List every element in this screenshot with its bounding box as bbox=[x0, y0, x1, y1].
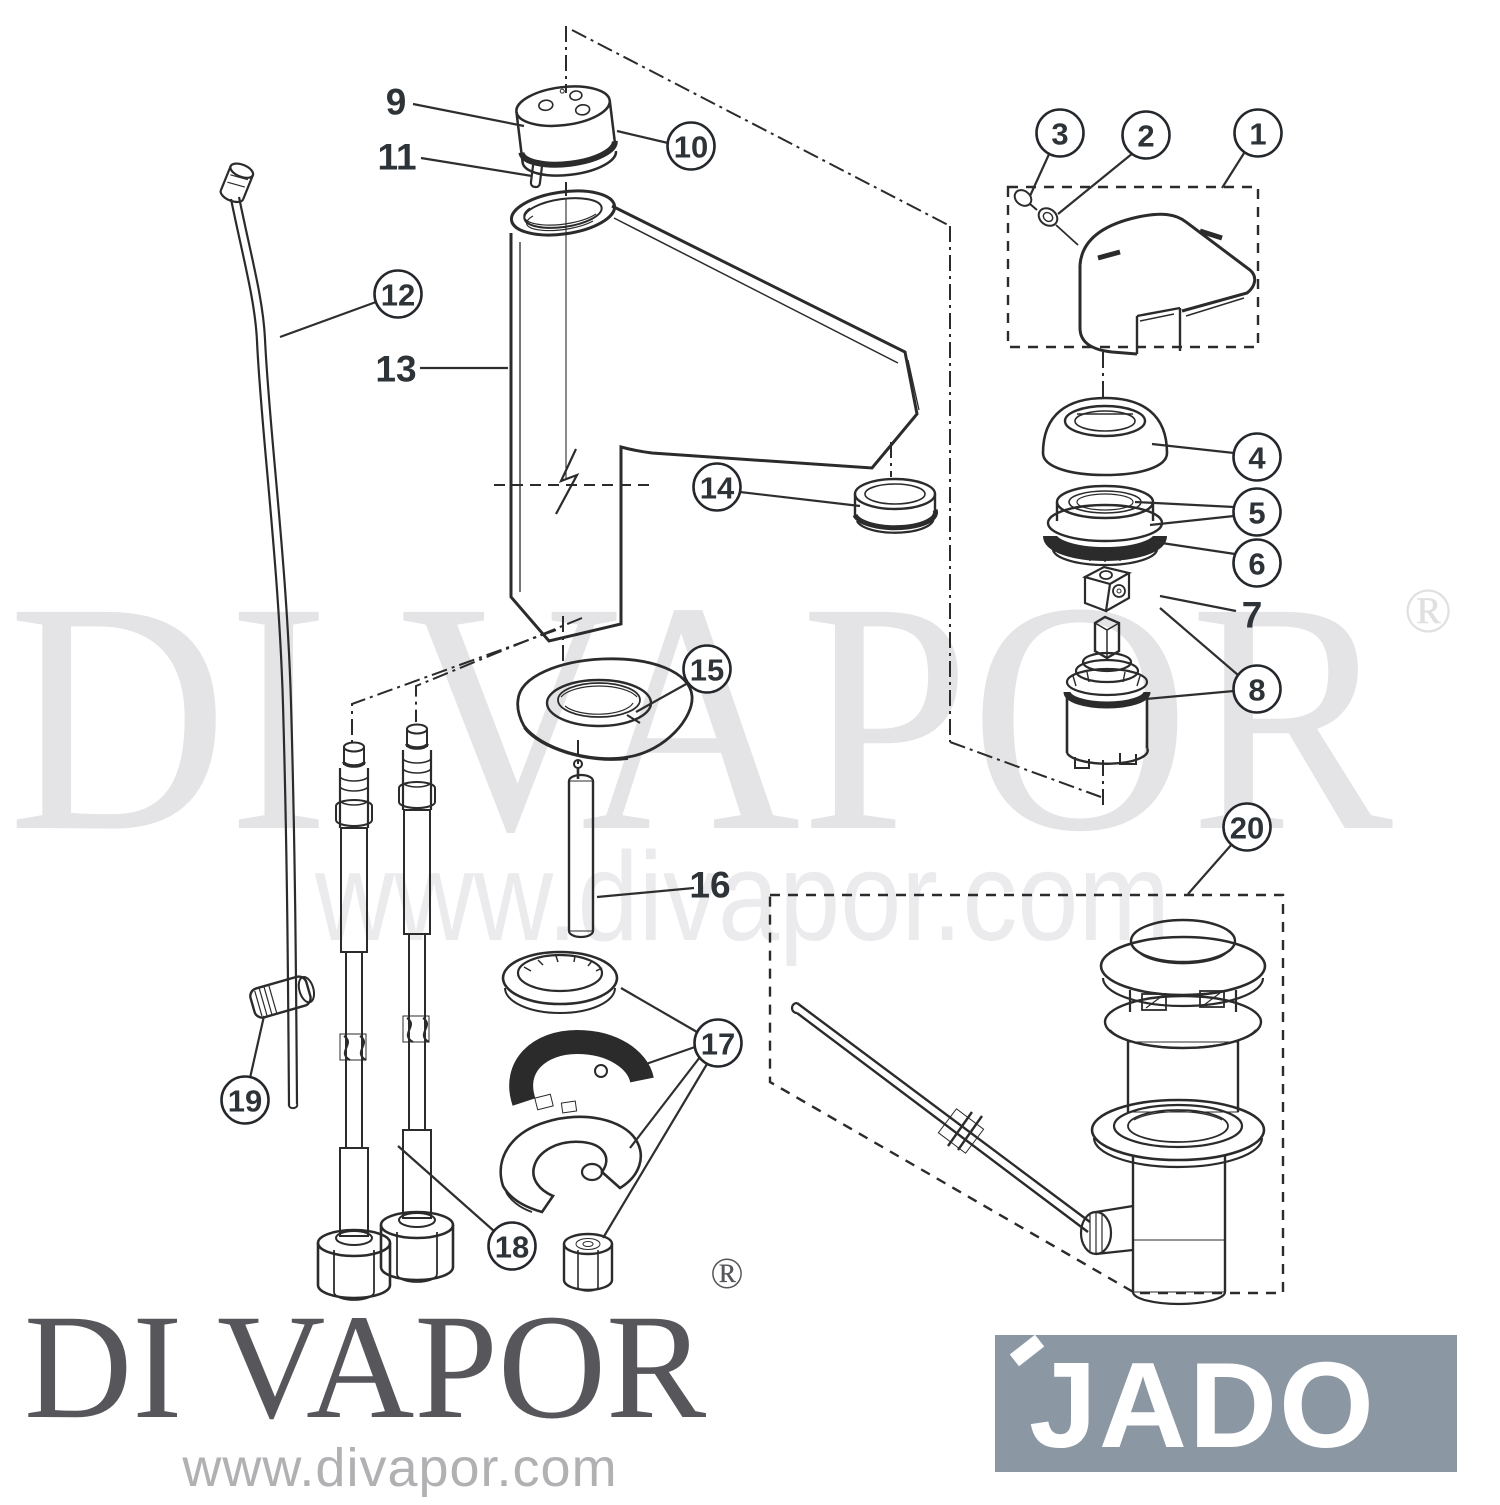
part-number-1: 1 bbox=[1249, 117, 1266, 152]
flow-cartridge-drawing bbox=[515, 85, 618, 189]
leader-line-part-17 bbox=[645, 1045, 696, 1066]
leader-line-part-9 bbox=[412, 102, 525, 128]
part-number-9: 9 bbox=[386, 82, 407, 123]
horseshoe-plate-drawing bbox=[499, 1115, 642, 1214]
leader-line-part-12 bbox=[279, 300, 377, 339]
leader-line-part-18 bbox=[397, 1145, 495, 1232]
part-balloon-10 bbox=[666, 121, 716, 171]
leader-line-part-8 bbox=[1134, 689, 1235, 702]
watermark-registered-icon: ® bbox=[1404, 575, 1453, 646]
part-number-15: 15 bbox=[690, 653, 724, 688]
part-balloon-20 bbox=[1222, 802, 1272, 852]
spout-body-drawing bbox=[494, 189, 920, 643]
threaded-stud-drawing bbox=[567, 759, 595, 939]
hose-left-drawing bbox=[316, 741, 392, 1301]
leader-line-part-6 bbox=[1154, 540, 1236, 556]
leader-line-part-17 bbox=[620, 987, 698, 1033]
leader-line-part-15 bbox=[635, 682, 689, 713]
washer-ring-drawing bbox=[501, 950, 619, 1014]
part-number-7: 7 bbox=[1242, 595, 1263, 636]
part-balloon-2 bbox=[1121, 110, 1171, 160]
leader-line-part-4 bbox=[1151, 442, 1235, 455]
retaining-ring-drawing bbox=[1046, 484, 1164, 543]
part-number-14: 14 bbox=[700, 471, 735, 506]
leader-line-part-14 bbox=[739, 490, 861, 508]
adapter-block-drawing bbox=[1082, 565, 1132, 613]
part-number-4: 4 bbox=[1248, 441, 1266, 476]
part-balloon-1 bbox=[1233, 108, 1283, 158]
leader-line-part-5 bbox=[1134, 500, 1235, 509]
pin-drawing bbox=[529, 159, 544, 189]
part-number-19: 19 bbox=[228, 1084, 262, 1119]
lift-rod-drawing bbox=[219, 162, 316, 1110]
part-number-20: 20 bbox=[1230, 811, 1264, 846]
part-balloon-14 bbox=[692, 462, 742, 512]
part-balloon-17 bbox=[693, 1018, 743, 1068]
divapor-logo: DI VAPOR® bbox=[24, 1252, 744, 1443]
registered-trademark-icon: ® bbox=[710, 1249, 744, 1298]
part-balloon-18 bbox=[487, 1221, 537, 1271]
leader-line-part-11 bbox=[420, 156, 533, 178]
part-number-13: 13 bbox=[375, 349, 416, 390]
part-number-17: 17 bbox=[701, 1027, 735, 1062]
leader-line-part-3 bbox=[1028, 151, 1052, 197]
part-balloon-12 bbox=[373, 269, 423, 319]
leader-line-part-19 bbox=[248, 1015, 266, 1079]
leader-line-part-2 bbox=[1057, 152, 1134, 215]
part-balloon-3 bbox=[1035, 108, 1085, 158]
jado-logo: JADO bbox=[995, 1334, 1457, 1473]
jado-logo-text: JADO bbox=[1029, 1337, 1376, 1473]
leader-line-part-20 bbox=[1187, 843, 1233, 895]
dome-cap-drawing bbox=[1041, 396, 1169, 477]
part-number-5: 5 bbox=[1248, 496, 1265, 531]
leader-line-part-7 bbox=[1159, 594, 1237, 613]
part-balloon-8 bbox=[1232, 664, 1282, 714]
divapor-logo-text: DI VAPOR bbox=[24, 1284, 707, 1450]
leader-line-part-17 bbox=[602, 1063, 708, 1239]
cartridge-drawing bbox=[1063, 615, 1151, 769]
seal-ring-drawing bbox=[1043, 534, 1167, 567]
handle-assembly-drawing bbox=[1006, 185, 1260, 356]
centerlines bbox=[351, 26, 1104, 806]
part-number-10: 10 bbox=[674, 130, 708, 165]
leader-line-part-1 bbox=[1221, 149, 1247, 189]
part-number-16: 16 bbox=[689, 865, 730, 906]
part-number-3: 3 bbox=[1051, 117, 1068, 152]
part-number-12: 12 bbox=[381, 278, 415, 313]
part-balloon-15 bbox=[682, 644, 732, 694]
small-nut-drawing bbox=[562, 1232, 614, 1292]
part-number-11: 11 bbox=[377, 137, 416, 178]
part-number-2: 2 bbox=[1137, 119, 1154, 154]
leader-line-part-16 bbox=[596, 886, 695, 899]
part-balloon-19 bbox=[220, 1075, 270, 1125]
part-balloon-4 bbox=[1232, 432, 1282, 482]
watermark-url-text: www.divapor.com bbox=[314, 826, 1170, 967]
leader-line-part-10 bbox=[616, 129, 669, 145]
black-clamp-drawing bbox=[509, 1029, 654, 1114]
leader-line-part-5 bbox=[1149, 514, 1235, 527]
part-number-18: 18 bbox=[495, 1230, 529, 1265]
diagram-line-art bbox=[219, 26, 1285, 1306]
popup-waste-drawing bbox=[768, 893, 1285, 1306]
part-balloon-5 bbox=[1232, 487, 1282, 537]
leader-line-part-8 bbox=[1159, 607, 1239, 676]
waste-rod-drawing bbox=[796, 1002, 1091, 1233]
divapor-url: www.divapor.com bbox=[182, 1438, 618, 1498]
part-balloon-6 bbox=[1232, 538, 1282, 588]
rod-coupler-drawing bbox=[249, 975, 316, 1019]
part-number-8: 8 bbox=[1248, 673, 1265, 708]
part-number-6: 6 bbox=[1248, 547, 1265, 582]
leader-line-part-17 bbox=[629, 1056, 701, 1149]
aerator-drawing bbox=[852, 477, 939, 534]
